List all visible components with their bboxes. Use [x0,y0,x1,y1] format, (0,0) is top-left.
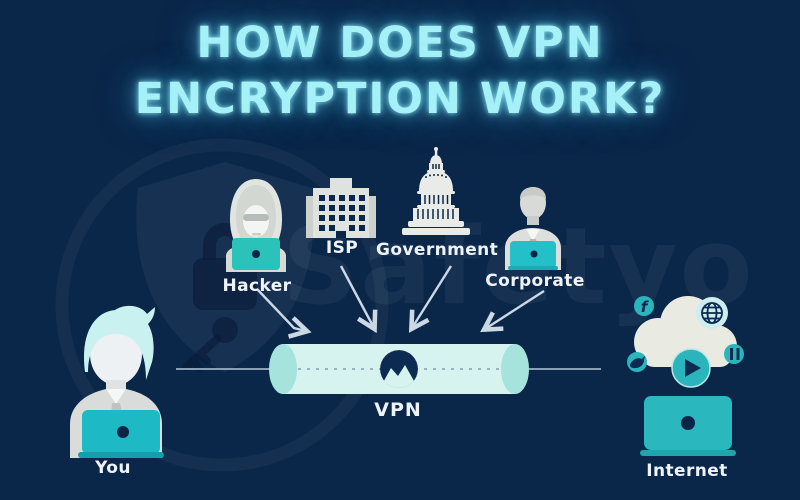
play-icon [671,348,711,388]
vpn-label: VPN [374,399,422,421]
svg-text:f: f [641,298,650,316]
title-line-1: HOW DOES VPN [196,18,604,68]
title-line-2: ENCRYPTION WORK? [134,73,666,124]
facebook-icon: f [634,296,654,316]
you-user-icon [58,300,172,462]
hacker-icon [222,176,290,276]
government-building-icon [398,147,474,243]
corporate-user-icon [503,186,563,274]
arrow-government-to-vpn [408,265,453,333]
globe-icon [696,297,728,329]
laptop-icon [78,410,164,458]
laptop-icon [232,238,280,270]
corporate-label: Corporate [485,271,585,291]
government-label: Government [376,240,499,260]
vpn-logo-icon [380,350,418,388]
cyan-hair [83,305,155,380]
twitter-bird-icon [627,352,647,372]
isp-label: ISP [325,238,359,258]
pause-icon [724,344,744,364]
hacker-label: Hacker [222,276,292,296]
vpn-tunnel [268,344,530,398]
arrow-isp-to-vpn [339,265,378,334]
page-title: HOW DOES VPN ENCRYPTION WORK? [0,16,800,128]
internet-laptop-icon [638,396,738,462]
internet-cloud-icon: f [620,286,746,392]
isp-building-icon [306,176,376,242]
arrow-corporate-to-vpn [480,289,545,333]
you-label: You [95,458,131,478]
laptop-icon [508,241,558,270]
internet-label: Internet [646,461,728,481]
